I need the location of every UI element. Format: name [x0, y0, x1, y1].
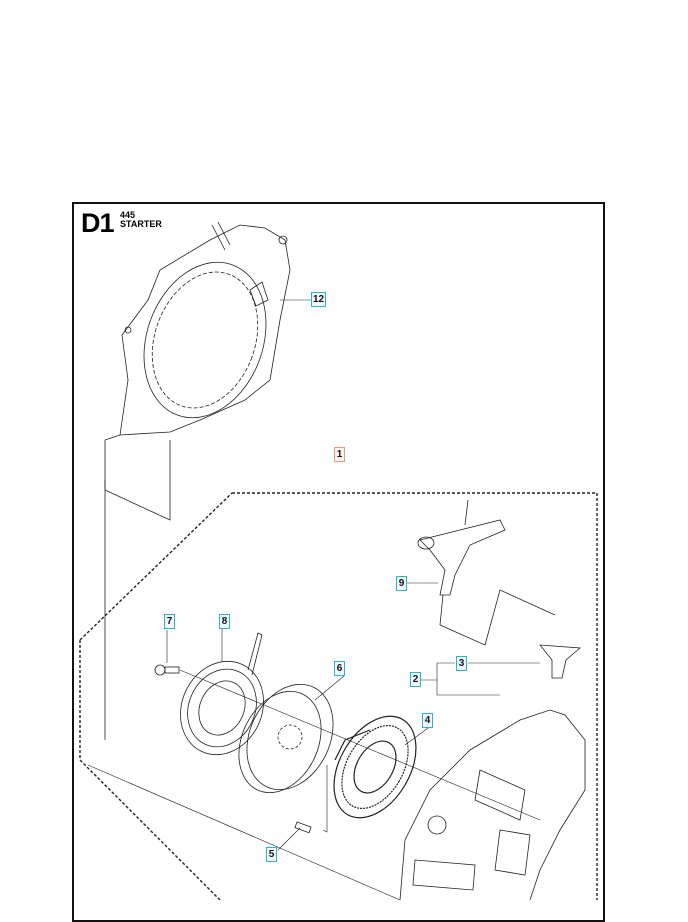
section-title: STARTER [120, 219, 162, 229]
recoil-spring-part [180, 632, 264, 756]
callout-6[interactable]: 6 [334, 661, 345, 676]
callout-12[interactable]: 12 [311, 292, 327, 307]
callout-1[interactable]: 1 [334, 447, 345, 462]
pulley-part [238, 683, 334, 794]
callout-5[interactable]: 5 [266, 847, 277, 862]
callout-8[interactable]: 8 [219, 614, 230, 629]
screw-part [154, 664, 180, 676]
engine-housing-part [399, 709, 586, 900]
rope-guide-part [539, 644, 581, 679]
callout-9[interactable]: 9 [396, 576, 407, 591]
section-code: D1 [81, 208, 115, 238]
starter-cover-part [333, 715, 417, 819]
screw-part-small [294, 821, 312, 834]
callout-3[interactable]: 3 [456, 656, 467, 671]
callout-7[interactable]: 7 [164, 614, 175, 629]
starter-handle-part [417, 499, 556, 646]
callout-2[interactable]: 2 [410, 672, 421, 687]
callout-4[interactable]: 4 [422, 713, 433, 728]
fan-housing-part [104, 221, 291, 740]
exploded-parts-drawing [79, 221, 598, 900]
model-number: 445 [120, 210, 136, 220]
